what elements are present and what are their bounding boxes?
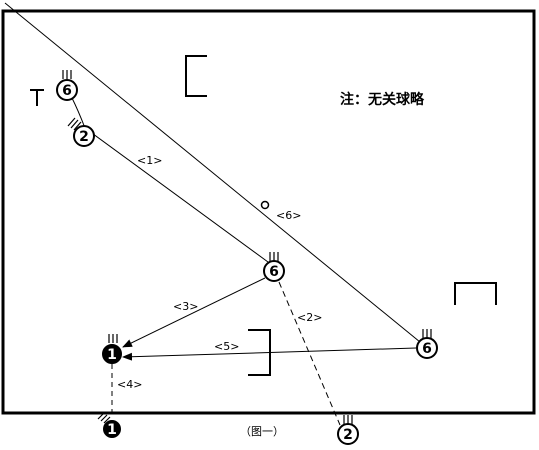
move-line-2 [278, 281, 341, 426]
move-label: <4> [117, 378, 142, 391]
player-6-center: 6 [263, 252, 285, 282]
move-line-3 [122, 277, 266, 348]
move-line-6 [4, 2, 421, 343]
move-label: <1> [137, 154, 162, 167]
svg-text:2: 2 [79, 129, 89, 145]
svg-text:6: 6 [62, 83, 72, 99]
player-2-bottom: 2 [337, 415, 359, 445]
ball [260, 200, 270, 210]
move-line-1 [71, 97, 269, 263]
pocket-mark-right [454, 282, 497, 305]
player-6-topleft: 6 [56, 70, 78, 101]
svg-text:1: 1 [107, 347, 117, 363]
svg-text:1: 1 [107, 422, 117, 438]
move-label: <2> [297, 311, 322, 324]
note-text: 注：无关球略 [340, 91, 425, 108]
move-label: <5> [214, 340, 239, 353]
player-6-right: 6 [416, 329, 438, 359]
move-line-5 [122, 347, 417, 361]
court-boundary [1, 9, 536, 415]
player-1-bottom: 1 [97, 412, 121, 438]
svg-text:6: 6 [422, 341, 432, 357]
pocket-mark-top [185, 55, 207, 97]
figure-caption: （图一） [240, 425, 284, 438]
t-marker [30, 89, 44, 106]
player-2-upper: 2 [67, 117, 95, 147]
svg-text:6: 6 [269, 264, 279, 280]
move-label: <6> [276, 209, 301, 222]
move-label: <3> [173, 300, 198, 313]
player-1-left: 1 [102, 334, 122, 364]
svg-text:2: 2 [343, 427, 353, 443]
